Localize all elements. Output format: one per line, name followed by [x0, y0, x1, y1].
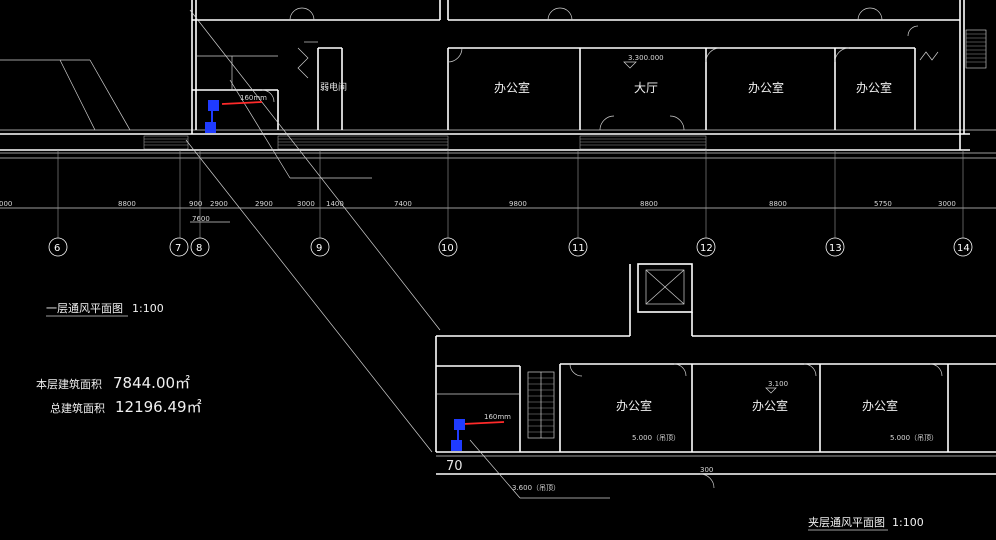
dim-5750: 5750	[874, 200, 892, 208]
axis-label-13: 13	[829, 243, 842, 254]
dim-000: 000	[0, 200, 12, 208]
axis-label-8: 8	[196, 243, 202, 254]
door-swings-lower	[569, 363, 943, 489]
room-label-office-2: 办公室	[748, 80, 784, 95]
floor-hatch-strips	[143, 135, 707, 150]
upper-plan-title: 一层通风平面图	[46, 302, 123, 315]
upper-elevation-mark: 3.300.000	[628, 54, 664, 62]
leader-line	[229, 79, 291, 179]
dim-8800-b: 8800	[640, 200, 658, 208]
dim-8800-a: 8800	[118, 200, 136, 208]
dim-3000-a: 3000	[297, 200, 315, 208]
mezz-exhaust-fan-icon	[454, 419, 465, 430]
floor-area-label: 本层建筑面积	[36, 377, 102, 391]
mezz-elevation-mark: 3.100	[768, 380, 788, 388]
door-swings	[261, 7, 919, 131]
dim-2900-b: 2900	[255, 200, 273, 208]
axis-label-10: 10	[441, 243, 454, 254]
exhaust-fan-icon	[208, 100, 219, 111]
section-cut-line-2	[185, 139, 433, 453]
mezz-side-number-300: 300	[700, 466, 713, 474]
axis-label-11: 11	[572, 243, 585, 254]
dim-8800-c: 8800	[769, 200, 787, 208]
left-fragment	[0, 59, 131, 131]
mezz-room-office-1: 办公室	[616, 398, 652, 413]
elevator-shaft	[637, 263, 693, 313]
mezz-elevation-note-3: 3.600（吊顶）	[512, 484, 560, 492]
floor-area-value: 7844.00㎡	[113, 374, 190, 392]
axis-label-14: 14	[957, 243, 970, 254]
mezz-room-office-3: 办公室	[862, 398, 898, 413]
room-walls	[191, 0, 965, 150]
dim-900: 900	[189, 200, 202, 208]
total-area-value: 12196.49㎡	[115, 398, 202, 416]
stair-lower	[527, 371, 555, 439]
mezz-elevation-note-2: 5.000（吊顶）	[890, 434, 938, 442]
axis-label-7: 7	[175, 243, 181, 254]
room-label-office-1: 办公室	[494, 80, 530, 95]
section-cut-line	[189, 9, 441, 331]
dim-7400: 7400	[394, 200, 412, 208]
mezz-side-number-70: 70	[446, 459, 463, 474]
upper-duct-size-label: 160mm	[240, 94, 267, 102]
upper-plan-scale: 1:100	[132, 302, 164, 315]
mezz-duct-size-label: 160mm	[484, 413, 511, 421]
dimension-chain	[0, 207, 996, 223]
stair-left	[297, 41, 318, 79]
dim-1400: 1400	[326, 200, 344, 208]
mezz-plan-scale: 1:100	[892, 516, 924, 529]
mezz-elevation-note-1: 5.000（吊顶）	[632, 434, 680, 442]
room-label-weak-current: 弱电间	[320, 81, 347, 93]
mezzanine-floor-plan: 160mm 办公室 办公室 办公室 3.100 5.000（吊顶） 5.000（…	[435, 263, 996, 531]
dim-2900-a: 2900	[210, 200, 228, 208]
mezz-exhaust-fan-icon	[451, 440, 462, 451]
mezz-plan-title: 夹层通风平面图	[808, 516, 885, 529]
axis-label-9: 9	[316, 243, 322, 254]
supply-duct-red	[221, 101, 263, 105]
area-summary: 本层建筑面积 7844.00㎡ 总建筑面积 12196.49㎡	[36, 374, 202, 416]
mezz-supply-duct-red	[462, 421, 505, 425]
room-label-hall: 大厅	[634, 81, 658, 95]
stair-right	[919, 29, 987, 69]
room-label-office-3: 办公室	[856, 80, 892, 95]
dim-9800: 9800	[509, 200, 527, 208]
dim-sub-7600: 7600	[192, 215, 210, 223]
axis-label-6: 6	[54, 243, 60, 254]
mezz-room-office-2: 办公室	[752, 398, 788, 413]
axis-label-12: 12	[700, 243, 713, 254]
upper-floor-plan: 160mm 办公室 大厅 办公室 办公室 弱电间 3.300.000 000 8…	[0, 0, 996, 453]
total-area-label: 总建筑面积	[50, 401, 105, 415]
axis-grid	[48, 150, 973, 257]
dim-3000-b: 3000	[938, 200, 956, 208]
exhaust-fan-icon	[205, 122, 216, 133]
